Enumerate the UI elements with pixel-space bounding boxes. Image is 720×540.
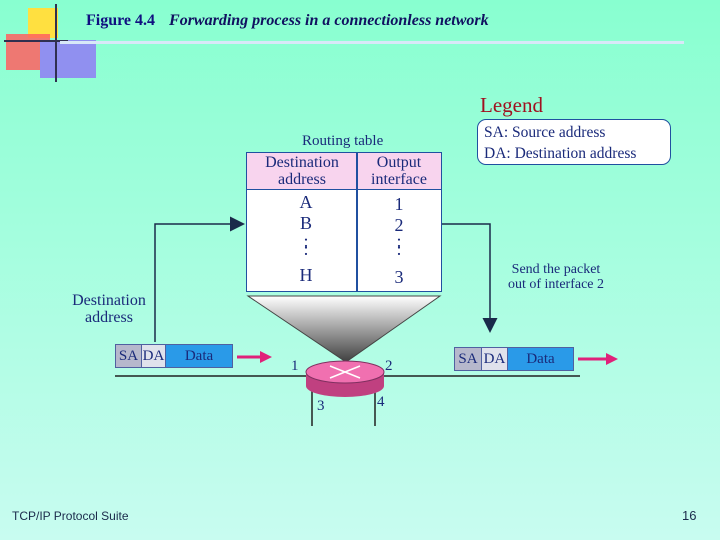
routing-table-caption: Routing table	[302, 133, 384, 149]
row-iface: 2	[394, 215, 404, 235]
legend-box: SA: Source address DA: Destination addre…	[477, 119, 671, 165]
port-2-label: 2	[385, 358, 393, 374]
ellipsis-dots: ::	[303, 231, 309, 259]
send-packet-arrow	[442, 223, 498, 333]
destination-lookup-arrow	[154, 216, 245, 342]
packet-data: Data	[508, 348, 573, 370]
row-dest: A	[299, 192, 313, 212]
routing-table-header	[247, 153, 441, 190]
header-output-line1: Output	[376, 154, 422, 171]
figure-label: Figure 4.4	[86, 12, 156, 29]
slide-title: Figure 4.4 Forwarding process in a connec…	[86, 12, 489, 30]
logo-vertical-line	[55, 4, 57, 82]
header-destination-line1: Destination	[265, 154, 339, 171]
packet-sa: SA	[455, 348, 482, 370]
lookup-funnel	[246, 295, 442, 363]
port-4-label: 4	[377, 394, 385, 410]
legend-line-da: DA: Destination address	[484, 145, 637, 162]
port-1-label: 1	[291, 358, 299, 374]
row-iface: 1	[394, 194, 404, 214]
routing-table: Destination address Output interface A 1…	[246, 152, 442, 292]
port-3-label: 3	[317, 398, 325, 414]
logo-blue-square	[40, 40, 96, 78]
outgoing-packet: SA DA Data	[454, 347, 574, 371]
column-divider	[356, 153, 358, 291]
packet-data: Data	[166, 345, 232, 367]
header-destination: Destination address	[249, 154, 355, 188]
title-underline	[60, 41, 684, 44]
header-output-interface: Output interface	[359, 154, 439, 188]
header-output-line2: interface	[371, 171, 427, 188]
ellipsis-dots: ::	[396, 231, 402, 259]
figure-title: Forwarding process in a connectionless n…	[169, 12, 489, 29]
footer-course-title: TCP/IP Protocol Suite	[12, 509, 129, 523]
packet-sa: SA	[116, 345, 142, 367]
header-destination-line2: address	[278, 171, 326, 188]
send-packet-label: Send the packet out of interface 2	[507, 262, 604, 292]
packet-da: DA	[482, 348, 508, 370]
destination-address-label: Destination address	[72, 292, 146, 326]
incoming-packet-arrow	[237, 351, 272, 363]
logo-yellow-square	[28, 8, 58, 38]
outgoing-packet-arrow	[578, 353, 618, 365]
incoming-packet: SA DA Data	[115, 344, 233, 368]
router-icon	[305, 360, 385, 397]
row-dest: H	[299, 265, 313, 285]
legend-line-sa: SA: Source address	[484, 124, 606, 141]
legend-title: Legend	[480, 93, 543, 117]
row-iface: 3	[394, 267, 404, 287]
page-number: 16	[682, 508, 697, 523]
logo-horizontal-line	[4, 40, 68, 42]
row-dest: B	[299, 213, 312, 233]
packet-da: DA	[142, 345, 166, 367]
